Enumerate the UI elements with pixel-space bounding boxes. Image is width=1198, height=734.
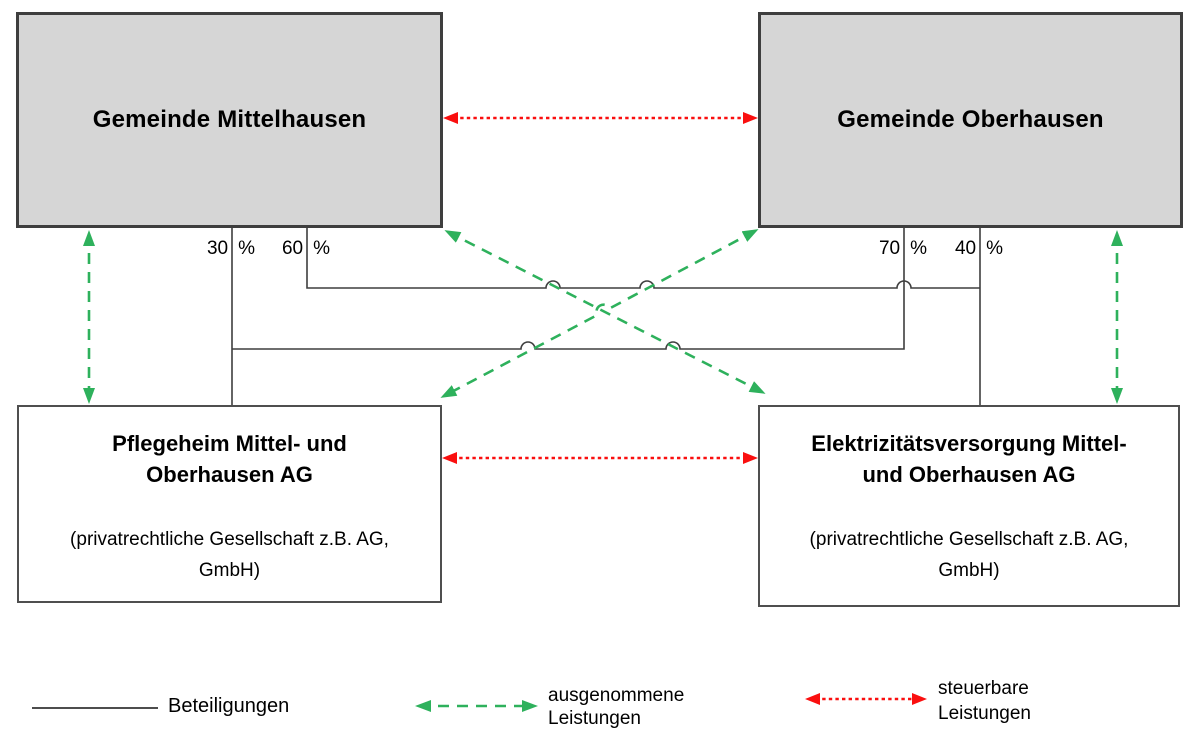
node-gemeinde-mittelhausen: Gemeinde Mittelhausen (16, 12, 443, 228)
legend-label-line1: steuerbare (938, 678, 1029, 699)
node-title: Gemeinde Oberhausen (837, 106, 1104, 133)
node-subtitle: (privatrechtliche Gesellschaft z.B. AG, … (810, 524, 1129, 586)
ownership-label-40pct: 40 % (955, 238, 1003, 260)
node-title: Elektrizitätsversorgung Mittel- und Ober… (811, 428, 1126, 490)
node-elektrizitaetsversorgung: Elektrizitätsversorgung Mittel- und Ober… (758, 405, 1180, 607)
pct-unit: % (238, 238, 256, 259)
exempt-services-arrow-diagonal-mittelhausen-elektrizitaet (444, 230, 766, 394)
exempt-services-arrow-diagonal-oberhausen-pflegeheim (440, 229, 759, 398)
node-subtitle-line1: (privatrechtliche Gesellschaft z.B. AG, (70, 529, 389, 550)
pct-value: 60 (281, 238, 304, 259)
pct-value: 70 (878, 238, 901, 259)
legend-label-line2: Leistungen (938, 703, 1031, 724)
legend-label-beteiligungen: Beteiligungen (168, 695, 290, 717)
legend-label-ausgenommene-leistungen: ausgenommene Leistungen (548, 684, 684, 730)
pct-unit: % (313, 238, 331, 259)
node-title-line1: Pflegeheim Mittel- und (112, 431, 347, 456)
node-subtitle-line1: (privatrechtliche Gesellschaft z.B. AG, (809, 529, 1129, 550)
legend-label-steuerbare-leistungen: steuerbare Leistungen (938, 676, 1031, 726)
node-title-line1: Elektrizitätsversorgung Mittel- (811, 431, 1127, 456)
legend-label-line1: ausgenommene (548, 685, 685, 706)
pct-value: 40 (954, 238, 977, 259)
node-title-line2: Oberhausen AG (146, 462, 313, 487)
node-subtitle-line2: GmbH) (938, 560, 1000, 581)
node-subtitle-line2: GmbH) (198, 560, 261, 581)
node-subtitle: (privatrechtliche Gesellschaft z.B. AG, … (70, 524, 389, 586)
node-title: Gemeinde Mittelhausen (92, 106, 367, 133)
node-pflegeheim: Pflegeheim Mittel- und Oberhausen AG (pr… (17, 405, 442, 603)
ownership-label-70pct: 70 % (879, 238, 927, 260)
node-title-line2: und Oberhausen AG (862, 462, 1076, 487)
pct-unit: % (910, 238, 928, 259)
node-gemeinde-oberhausen: Gemeinde Oberhausen (758, 12, 1183, 228)
node-title: Pflegeheim Mittel- und Oberhausen AG (112, 428, 347, 490)
pct-unit: % (986, 238, 1004, 259)
legend-label-line2: Leistungen (548, 708, 641, 729)
ownership-label-60pct: 60 % (282, 238, 330, 260)
ownership-label-30pct: 30 % (207, 238, 255, 260)
pct-value: 30 (206, 238, 229, 259)
